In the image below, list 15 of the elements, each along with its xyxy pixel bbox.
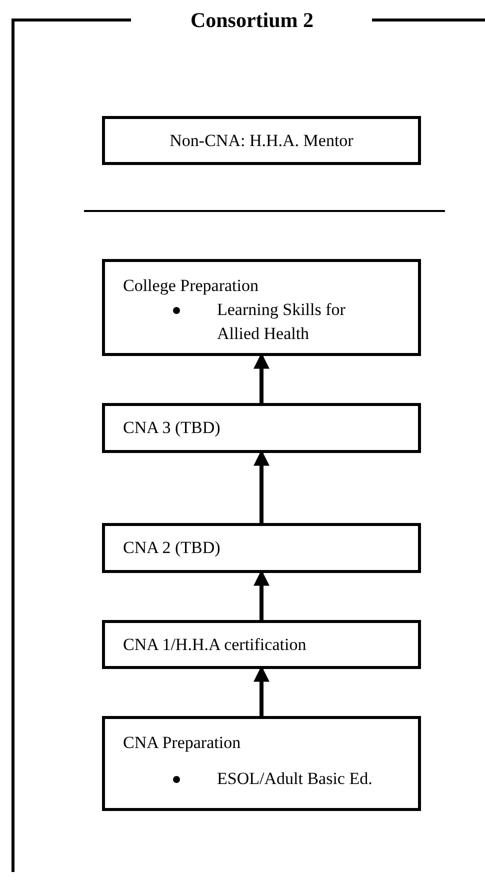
bullet-text: Learning Skills for Allied Health: [217, 299, 346, 345]
bullet-text: ESOL/Adult Basic Ed.: [217, 768, 374, 790]
process-box: [102, 716, 421, 811]
box-text: Non-CNA: H.H.A. Mentor: [170, 130, 354, 150]
process-box: [102, 116, 421, 165]
process-box: [102, 259, 421, 356]
process-box: [102, 403, 421, 453]
process-box: [102, 523, 421, 573]
box-text: CNA 3 (TBD): [123, 418, 220, 438]
process-box: [102, 620, 421, 669]
box-heading: College Preparation: [123, 275, 260, 297]
box-text: CNA 1/H.H.A certification: [123, 634, 306, 654]
frame-title: Consortium 2: [189, 10, 315, 30]
box-heading: CNA Preparation: [123, 732, 242, 754]
box-text: CNA 2 (TBD): [123, 538, 220, 558]
